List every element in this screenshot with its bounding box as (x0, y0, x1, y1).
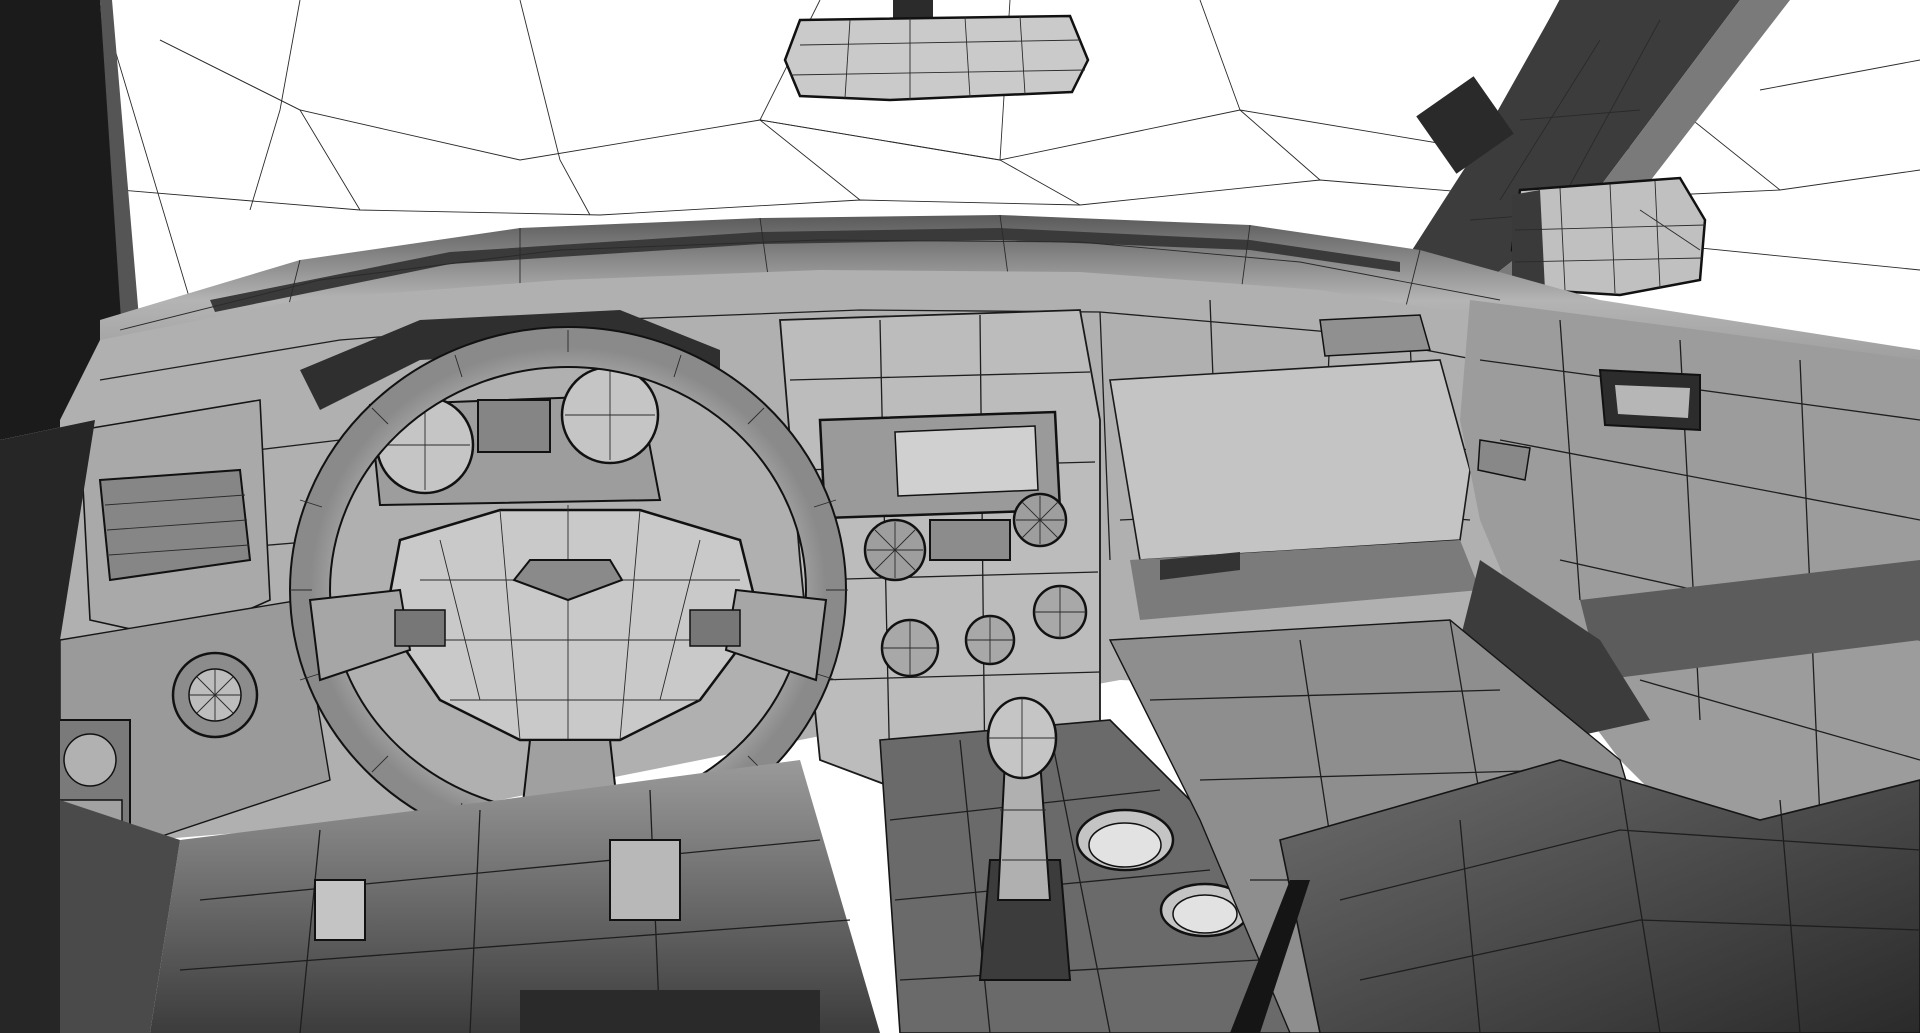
side-mirror-mesh (1514, 180, 1706, 294)
left-air-vent-mesh (104, 494, 250, 556)
a-pillar-right (1380, 0, 1740, 310)
left-door-shadow (0, 420, 95, 1033)
a-pillar-left-edge (100, 0, 140, 380)
left-door-sill (60, 800, 180, 1033)
rearview-mirror-icon (783, 14, 1090, 102)
gear-shifter-icon (978, 696, 1072, 981)
dash-vent-slot (1160, 552, 1240, 580)
air-vent-icon (863, 492, 1068, 582)
steering-wheel-hub-mesh (400, 505, 755, 741)
hvac-buttons (929, 519, 1011, 561)
door-pocket (1460, 560, 1650, 740)
headlight-knob (171, 651, 259, 739)
center-display-screen (894, 425, 1039, 497)
steering-spoke-left (308, 588, 412, 682)
window-switch (1477, 439, 1531, 481)
hvac-knobs (880, 584, 1088, 678)
mirror-stem (893, 0, 933, 22)
brake-pedal (314, 879, 366, 941)
cluster-display (477, 399, 551, 453)
seatbelt-strap (1230, 880, 1310, 1033)
steering-spoke-right (724, 588, 828, 682)
steering-buttons-left (394, 609, 446, 647)
passenger-seat (1279, 759, 1920, 1033)
floor-mat (520, 990, 820, 1033)
door-armrest (1580, 560, 1920, 680)
side-mirror-housing (1512, 190, 1545, 290)
steering-buttons-right (689, 609, 741, 647)
defrost-strip (210, 228, 1400, 312)
a-pillar-right-face (1450, 0, 1790, 310)
passenger-seat-mesh (1339, 779, 1920, 1033)
steering-logo (512, 559, 624, 602)
door-handle (1615, 385, 1690, 418)
pillar-grab-handle (1416, 76, 1514, 174)
rearview-mirror-mesh (789, 15, 1086, 100)
driver-footwell (150, 760, 880, 1033)
passenger-dash-panel (1109, 359, 1471, 561)
passenger-air-vent (1319, 314, 1431, 357)
cup-holder-icon (1075, 808, 1251, 938)
accelerator-pedal (609, 839, 681, 921)
a-pillar-left (0, 0, 130, 440)
